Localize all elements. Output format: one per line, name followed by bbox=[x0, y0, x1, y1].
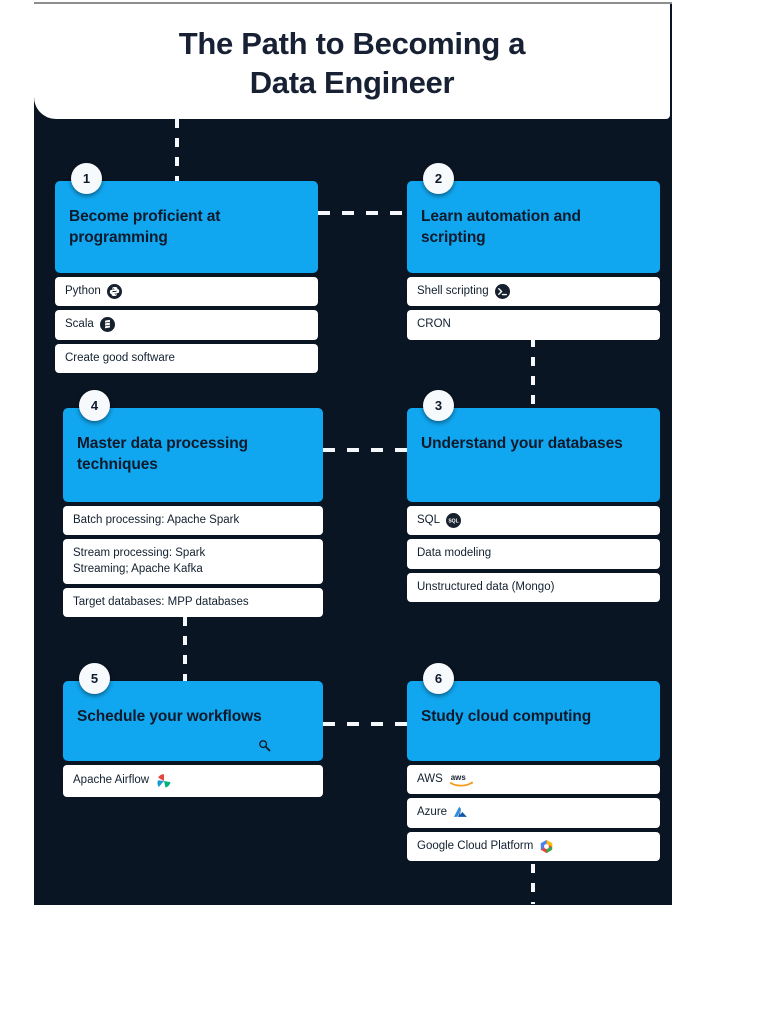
item-label: CRON bbox=[417, 318, 451, 331]
step-header-4: 4 Master data processing techniques bbox=[63, 390, 323, 502]
step-card-4[interactable]: 4 Master data processing techniques Batc… bbox=[63, 390, 323, 618]
item-label: Azure bbox=[417, 806, 448, 819]
connector-header-to-step1 bbox=[175, 119, 179, 181]
list-item[interactable]: Target databases: MPP databases bbox=[63, 587, 323, 618]
connector-step1-to-step2 bbox=[318, 211, 408, 215]
page-title: The Path to Becoming a Data Engineer bbox=[178, 26, 526, 101]
list-item[interactable]: Scala bbox=[55, 310, 318, 340]
list-item[interactable]: Stream processing: Spark Streaming; Apac… bbox=[63, 539, 323, 584]
list-item[interactable]: Apache Airflow bbox=[63, 765, 323, 797]
step-number-badge-4: 4 bbox=[79, 390, 110, 421]
item-label: Unstructured data (Mongo) bbox=[417, 580, 555, 593]
list-item[interactable]: SQL SQL bbox=[407, 506, 660, 536]
step-title-6: Study cloud computing bbox=[421, 708, 592, 725]
azure-logo-icon bbox=[453, 805, 468, 820]
connector-step5-to-step6 bbox=[323, 722, 407, 726]
list-item[interactable]: Google Cloud Platform bbox=[407, 831, 660, 861]
aws-logo-icon: aws bbox=[449, 772, 479, 787]
step-number-badge-2: 2 bbox=[423, 163, 454, 194]
page-top-rule bbox=[34, 2, 672, 4]
magnifier-cursor-icon bbox=[258, 739, 271, 752]
step-title-1: Become proficient at programming bbox=[69, 208, 221, 246]
step-number-badge-1: 1 bbox=[71, 163, 102, 194]
item-label: AWS bbox=[417, 773, 443, 785]
item-label: Scala bbox=[65, 318, 94, 331]
gcp-logo-icon bbox=[539, 839, 554, 854]
list-item[interactable]: CRON bbox=[407, 310, 660, 340]
step-card-1[interactable]: 1 Become proficient at programming Pytho… bbox=[55, 163, 318, 373]
step-header-3: 3 Understand your databases bbox=[407, 390, 660, 502]
step-card-2[interactable]: 2 Learn automation and scripting Shell s… bbox=[407, 163, 660, 340]
item-label: Target databases: MPP databases bbox=[73, 595, 249, 608]
item-label: Batch processing: Apache Spark bbox=[73, 514, 240, 526]
step-number-badge-6: 6 bbox=[423, 663, 454, 694]
item-label: Apache Airflow bbox=[73, 774, 150, 787]
list-item[interactable]: Data modeling bbox=[407, 539, 660, 569]
list-item[interactable]: Shell scripting bbox=[407, 277, 660, 307]
shell-terminal-icon bbox=[494, 284, 510, 300]
list-item[interactable]: Batch processing: Apache Spark bbox=[63, 506, 323, 536]
list-item[interactable]: AWS aws bbox=[407, 765, 660, 795]
item-label: Data modeling bbox=[417, 547, 492, 560]
list-item[interactable]: Create good software bbox=[55, 343, 318, 373]
item-label: Create good software bbox=[65, 351, 175, 364]
step-card-5[interactable]: 5 Schedule your workflows Apache Airflow bbox=[63, 663, 323, 797]
step-title-3: Understand your databases bbox=[421, 435, 623, 452]
step-title-2: Learn automation and scripting bbox=[421, 208, 581, 246]
item-label: Google Cloud Platform bbox=[417, 839, 534, 852]
svg-text:SQL: SQL bbox=[448, 519, 458, 525]
step-header-2: 2 Learn automation and scripting bbox=[407, 163, 660, 273]
item-label: Shell scripting bbox=[417, 285, 489, 297]
python-logo-icon bbox=[106, 284, 122, 300]
item-label: Stream processing: Spark Streaming; Apac… bbox=[73, 547, 206, 575]
scala-logo-icon bbox=[99, 317, 115, 333]
list-item[interactable]: Unstructured data (Mongo) bbox=[407, 572, 660, 602]
svg-text:aws: aws bbox=[451, 773, 467, 782]
step-number-badge-3: 3 bbox=[423, 390, 454, 421]
connector-step3-to-step4 bbox=[323, 448, 407, 452]
infographic-canvas: The Path to Becoming a Data Engineer 1 B… bbox=[34, 4, 672, 905]
airflow-logo-icon bbox=[155, 772, 173, 790]
item-label: Python bbox=[65, 285, 101, 297]
step-header-6: 6 Study cloud computing bbox=[407, 663, 660, 761]
connector-step4-to-step5 bbox=[183, 617, 187, 681]
step-card-6[interactable]: 6 Study cloud computing AWS aws Azure bbox=[407, 663, 660, 861]
step-header-1: 1 Become proficient at programming bbox=[55, 163, 318, 273]
connector-step2-to-step3 bbox=[531, 338, 535, 408]
step-header-5: 5 Schedule your workflows bbox=[63, 663, 323, 761]
step-card-3[interactable]: 3 Understand your databases SQL SQL Data… bbox=[407, 390, 660, 602]
connector-step6-tail bbox=[531, 864, 535, 904]
header-card: The Path to Becoming a Data Engineer bbox=[34, 4, 670, 119]
step-number-badge-5: 5 bbox=[79, 663, 110, 694]
sql-badge-icon: SQL bbox=[446, 513, 462, 529]
item-label: SQL bbox=[417, 514, 441, 526]
list-item[interactable]: Azure bbox=[407, 798, 660, 828]
step-title-4: Master data processing techniques bbox=[77, 435, 248, 473]
step-title-5: Schedule your workflows bbox=[77, 708, 262, 725]
list-item[interactable]: Python bbox=[55, 277, 318, 307]
